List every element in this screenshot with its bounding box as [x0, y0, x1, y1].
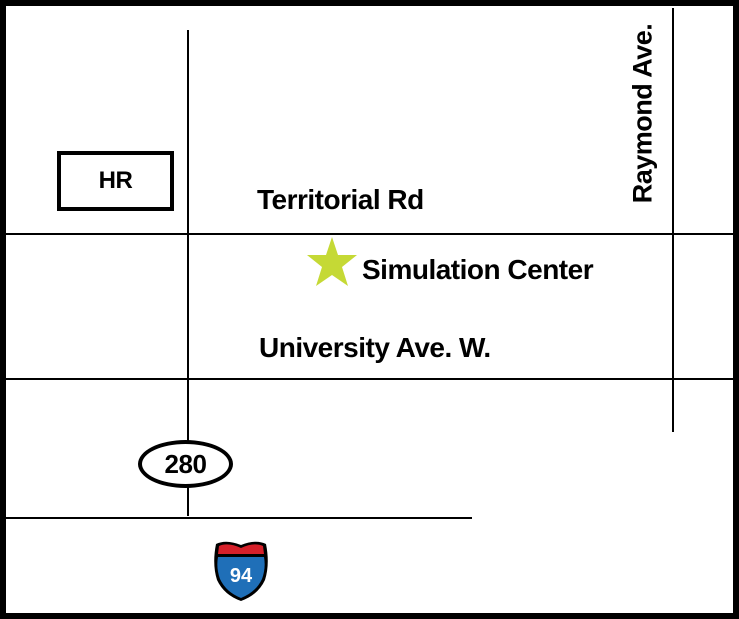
- star-shape: [307, 237, 357, 286]
- hr-building: HR: [57, 151, 174, 211]
- interstate-94-label: 94: [230, 565, 253, 587]
- simulation-center-label: Simulation Center: [362, 254, 594, 285]
- route-280-shield: 280: [138, 440, 233, 488]
- university-ave-line: [6, 378, 739, 380]
- west-road-line: [187, 30, 189, 516]
- interstate-shield-icon: 94: [214, 541, 268, 601]
- hr-label: HR: [98, 167, 133, 194]
- raymond-ave-label-wrap: Raymond Ave.: [620, 8, 666, 218]
- route-280-label: 280: [164, 448, 207, 479]
- raymond-ave-line: [672, 8, 674, 432]
- south-road-line: [6, 517, 472, 519]
- university-ave-label: University Ave. W.: [259, 332, 491, 363]
- shield-blue-body: [217, 557, 265, 598]
- raymond-ave-label: Raymond Ave.: [627, 23, 658, 203]
- territorial-rd-line: [6, 233, 739, 235]
- shield-red-top: [218, 544, 264, 554]
- territorial-rd-label: Territorial Rd: [257, 184, 424, 215]
- star-icon: [307, 237, 357, 286]
